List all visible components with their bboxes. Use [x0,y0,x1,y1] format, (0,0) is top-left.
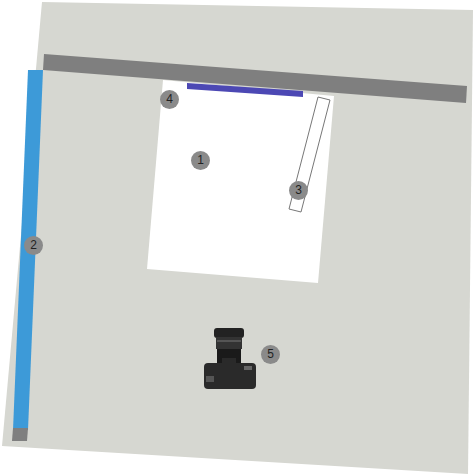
callout-number: 3 [289,181,308,200]
reflector-end [12,428,28,441]
light-bar [187,83,303,97]
callout-number: 5 [261,345,280,364]
callout-number: 4 [160,90,179,109]
strip-light [289,97,330,212]
side-reflector [13,70,43,430]
callout-number: 2 [24,236,43,255]
camera-icon [204,328,256,389]
callout-number: 1 [191,151,210,170]
white-backdrop [147,80,334,283]
